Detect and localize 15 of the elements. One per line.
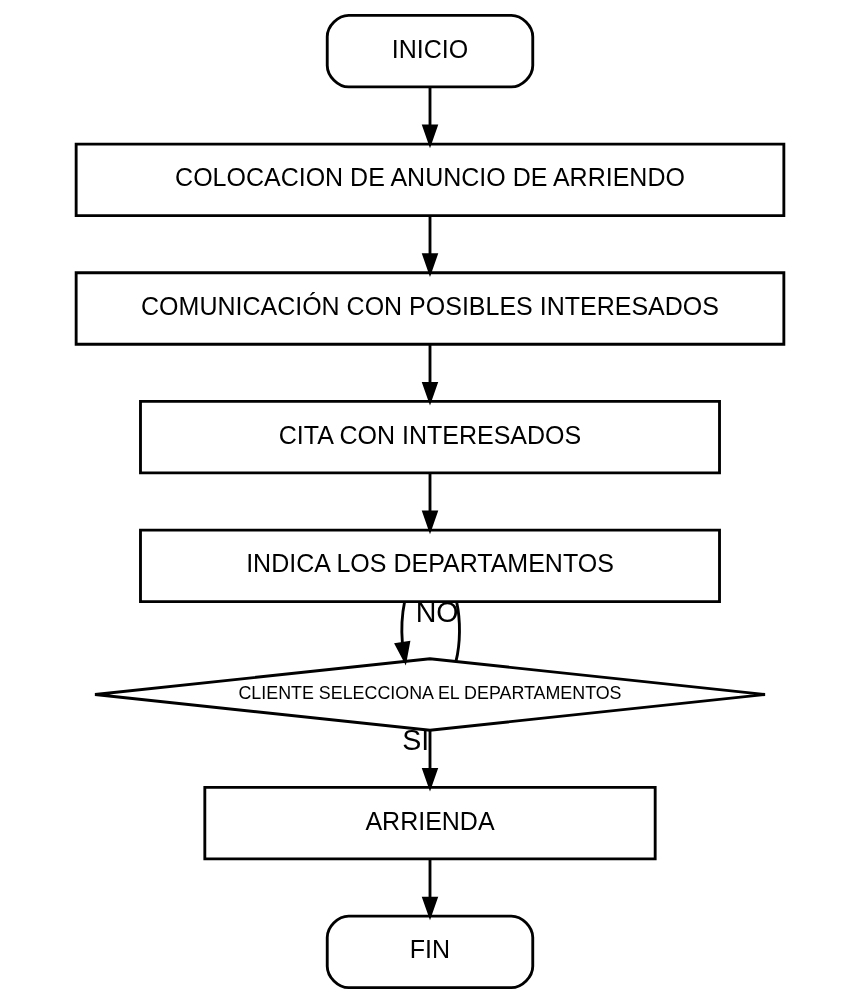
arrow xyxy=(421,87,438,149)
node-box: INICIO xyxy=(325,13,534,89)
arrow xyxy=(393,601,410,666)
arrow xyxy=(421,344,438,406)
node-box: COLOCACION DE ANUNCIO DE ARRIENDO xyxy=(74,142,785,217)
node-box: FIN xyxy=(325,914,534,990)
connector xyxy=(454,601,461,662)
node-box: CITA CON INTERESADOS xyxy=(138,400,721,475)
arrow xyxy=(421,730,438,792)
node-box: INDICA LOS DEPARTAMENTOS xyxy=(138,528,721,603)
arrow xyxy=(421,859,438,921)
node-box: COMUNICACIÓN CON POSIBLES INTERESADOS xyxy=(74,271,785,346)
arrow xyxy=(421,215,438,277)
node-box: ARRIENDA xyxy=(202,786,657,861)
arrow xyxy=(421,473,438,535)
